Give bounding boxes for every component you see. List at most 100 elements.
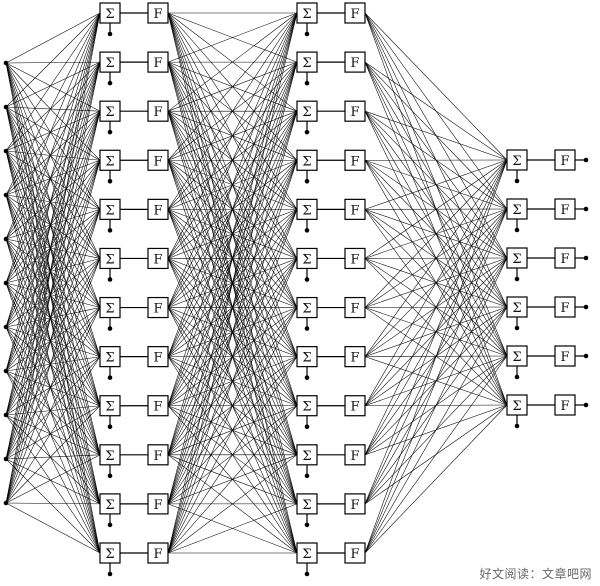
bias-node <box>304 424 310 430</box>
connection-line <box>364 159 508 554</box>
connection-line <box>5 160 101 284</box>
activation-box <box>147 198 169 220</box>
connection-line <box>5 62 101 161</box>
connection-line <box>167 356 298 554</box>
bias-node <box>107 277 113 282</box>
connection-line <box>5 62 101 416</box>
connection-line <box>5 62 101 460</box>
connection-line <box>5 111 101 504</box>
connection-line <box>364 110 508 161</box>
activation-box <box>344 542 366 564</box>
activation-box <box>147 100 169 122</box>
activation-symbol: F <box>560 350 569 365</box>
connection-line <box>5 194 101 259</box>
connection-line <box>5 62 101 308</box>
connection-line <box>5 258 101 328</box>
connection-line <box>364 159 508 406</box>
bias-node <box>514 325 520 331</box>
connection-line <box>5 61 101 240</box>
activation-symbol: F <box>153 547 162 562</box>
connection-line <box>167 111 298 554</box>
connection-line <box>5 307 101 504</box>
connection-line <box>5 356 101 372</box>
activation-symbol: F <box>153 203 162 218</box>
connection-line <box>5 458 101 554</box>
sum-symbol: Σ <box>512 252 521 267</box>
sum-symbol: Σ <box>302 105 311 120</box>
connection-line <box>5 370 101 406</box>
activation-box <box>147 395 169 417</box>
connection-line <box>5 160 101 372</box>
connection-line <box>364 306 508 554</box>
connection-line <box>5 62 101 504</box>
connection-line <box>5 12 101 152</box>
connection-line <box>5 12 101 460</box>
activation-symbol: F <box>153 105 162 120</box>
connection-line <box>5 502 101 505</box>
activation-symbol: F <box>153 252 162 267</box>
connection-line <box>5 111 101 284</box>
connection-line <box>364 159 508 210</box>
connection-lines <box>5 12 508 554</box>
activation-box <box>344 395 366 417</box>
connection-line <box>364 208 508 554</box>
activation-symbol: F <box>153 56 162 71</box>
activation-symbol: F <box>350 302 359 317</box>
activation-box <box>344 444 366 466</box>
connection-line <box>5 405 101 504</box>
connection-line <box>5 106 101 406</box>
connection-line <box>364 404 508 554</box>
input-node <box>3 280 9 286</box>
watermark-text: 好文阅读：文章吧网 <box>479 567 592 581</box>
connection-line <box>5 106 101 112</box>
output-node <box>583 255 589 261</box>
bias-node <box>514 276 520 282</box>
bias-node <box>514 227 520 233</box>
activation-symbol: F <box>350 252 359 267</box>
connection-line <box>364 61 508 161</box>
activation-symbol: F <box>153 302 162 317</box>
connection-line <box>5 12 101 108</box>
sum-symbol: Σ <box>105 154 114 169</box>
bias-node <box>304 228 310 233</box>
connection-line <box>5 111 101 416</box>
connection-line <box>5 194 101 210</box>
connection-line <box>167 62 298 554</box>
activation-symbol: F <box>350 203 359 218</box>
connection-line <box>5 258 101 504</box>
sum-symbol: Σ <box>105 252 114 267</box>
connection-line <box>5 106 101 210</box>
connection-line <box>5 238 101 357</box>
connection-line <box>364 159 508 455</box>
connection-line <box>5 282 101 308</box>
sum-symbol: Σ <box>105 400 114 415</box>
connection-line <box>167 12 298 259</box>
connection-line <box>5 61 101 108</box>
bias-node <box>107 571 113 577</box>
connection-line <box>5 111 101 460</box>
sum-symbol: Σ <box>512 301 521 316</box>
connection-line <box>5 209 101 328</box>
connection-line <box>5 106 101 161</box>
connection-line <box>5 111 101 240</box>
connection-line <box>5 160 101 460</box>
connection-line <box>5 106 101 455</box>
activation-symbol: F <box>350 498 359 513</box>
connection-line <box>5 12 101 504</box>
connection-line <box>5 111 101 372</box>
activation-symbol: F <box>560 301 569 316</box>
connection-line <box>167 405 298 554</box>
sum-symbol: Σ <box>302 56 311 71</box>
sum-symbol: Σ <box>512 350 521 365</box>
